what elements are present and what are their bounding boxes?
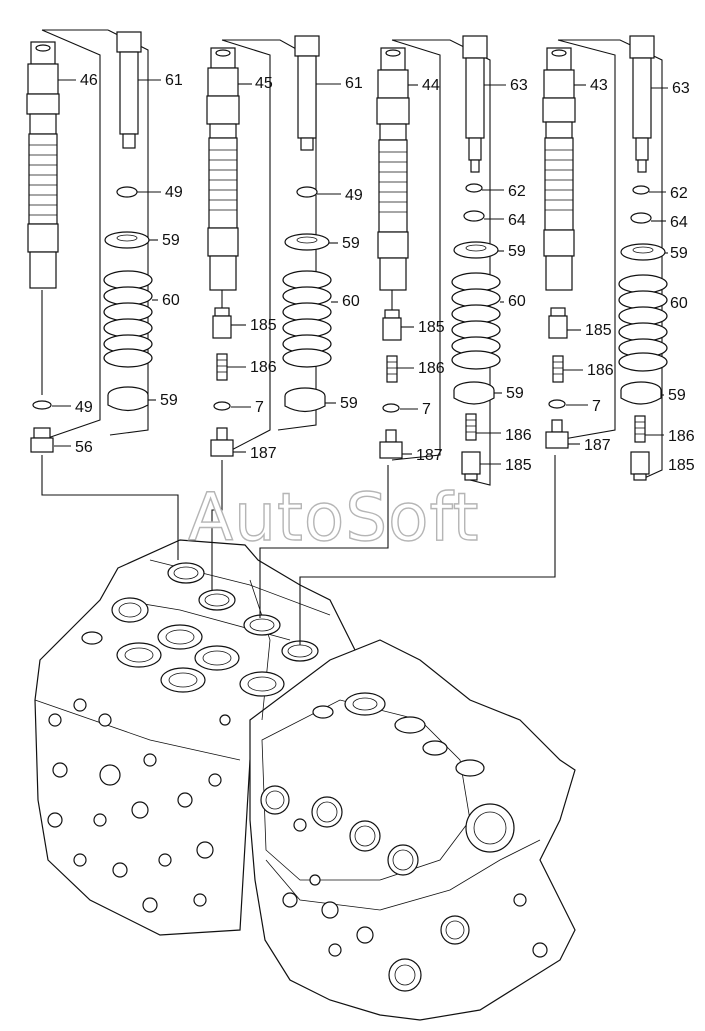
label-186-c4b: 186	[668, 428, 695, 445]
seat-59-c4-top	[620, 243, 666, 261]
column-4: 43 63 62 64 59 60	[542, 35, 695, 481]
oring-7-c4	[548, 399, 566, 409]
label-59-c3-top: 59	[508, 243, 526, 260]
plug-187-c3	[379, 429, 403, 459]
watermark: AutoSoft	[188, 479, 479, 556]
label-45: 45	[255, 75, 273, 92]
label-61-b: 61	[345, 75, 363, 92]
label-59-top: 59	[162, 232, 180, 249]
label-185-c2: 185	[250, 317, 277, 334]
seat-59-c2-top	[284, 233, 330, 251]
column-2: 45 61 49 59 60 59	[206, 35, 363, 462]
label-56: 56	[75, 439, 93, 456]
label-61: 61	[165, 72, 183, 89]
spool-44	[376, 47, 410, 291]
ring-64-c3	[463, 210, 485, 222]
spring-186-c3	[386, 355, 398, 383]
plunger-63	[462, 35, 488, 173]
label-60-c3: 60	[508, 293, 526, 310]
seat-59-c3-top	[453, 241, 499, 259]
label-187-c4: 187	[584, 437, 611, 454]
plunger-61	[116, 31, 142, 149]
plug-56	[30, 427, 54, 453]
label-59-c3-bottom: 59	[506, 385, 524, 402]
column-3: 44 63 62 64 59 60	[376, 35, 532, 481]
label-59-bottom: 59	[160, 392, 178, 409]
spool-43	[542, 47, 576, 291]
seat-59-c4-bottom	[620, 381, 662, 405]
label-43: 43	[590, 77, 608, 94]
label-187-c2: 187	[250, 445, 277, 462]
label-59-c4-bottom: 59	[668, 387, 686, 404]
label-185-c4b: 185	[668, 457, 695, 474]
plunger-61-b	[294, 35, 320, 151]
seat-59-bottom	[107, 386, 149, 412]
label-186-c2: 186	[250, 359, 277, 376]
label-62-c3: 62	[508, 183, 526, 200]
label-63: 63	[510, 77, 528, 94]
label-59-c2-bottom: 59	[340, 395, 358, 412]
seat-59-c2-bottom	[284, 387, 326, 413]
label-64-c4: 64	[670, 214, 688, 231]
column-1: 46 61 49 59 60 59	[26, 31, 183, 456]
label-60-c2: 60	[342, 293, 360, 310]
oring-49-c2	[296, 186, 318, 198]
label-60: 60	[162, 292, 180, 309]
label-60-c4: 60	[670, 295, 688, 312]
spring-186-c4b	[634, 415, 646, 443]
label-64-c3: 64	[508, 212, 526, 229]
spring-186-c2	[216, 353, 228, 381]
ring-62-c3	[465, 183, 483, 193]
label-185-c3: 185	[418, 319, 445, 336]
piston-185-c3b	[461, 451, 481, 481]
spool-46	[26, 41, 60, 289]
ring-62-c4	[632, 185, 650, 195]
seat-59-c3-bottom	[453, 381, 495, 405]
label-186-c3b: 186	[505, 427, 532, 444]
seat-59-top	[104, 231, 150, 249]
oring-7-c2	[213, 401, 231, 411]
label-44: 44	[422, 77, 440, 94]
label-185-c3b: 185	[505, 457, 532, 474]
label-46: 46	[80, 72, 98, 89]
plug-187-c2	[210, 427, 234, 457]
label-59-c2-top: 59	[342, 235, 360, 252]
label-7-c3: 7	[422, 401, 431, 418]
oring-49-bottom	[32, 400, 52, 410]
label-62-c4: 62	[670, 185, 688, 202]
ring-64-c4	[630, 212, 652, 224]
label-7-c2: 7	[255, 399, 264, 416]
spring-60	[103, 270, 153, 368]
label-49-bottom: 49	[75, 399, 93, 416]
piston-185-c2	[212, 307, 232, 339]
label-7-c4: 7	[592, 398, 601, 415]
oring-49-top	[116, 186, 138, 198]
spool-45	[206, 47, 240, 291]
label-63-b: 63	[672, 80, 690, 97]
label-185-c4: 185	[585, 322, 612, 339]
spring-60-c4	[618, 274, 668, 372]
label-186-c4: 186	[587, 362, 614, 379]
spring-60-c3	[451, 272, 501, 370]
label-59-c4-top: 59	[670, 245, 688, 262]
spring-60-c2	[282, 270, 332, 368]
label-186-c3: 186	[418, 360, 445, 377]
plunger-63-b	[629, 35, 655, 173]
piston-185-c4	[548, 307, 568, 339]
spring-186-c3b	[465, 413, 477, 441]
valve-body	[34, 539, 576, 1021]
plug-187-c4	[545, 419, 569, 449]
oring-7-c3	[382, 403, 400, 413]
piston-185-c3	[382, 309, 402, 341]
piston-185-c4b	[630, 451, 650, 481]
spring-186-c4	[552, 355, 564, 383]
label-49-top: 49	[165, 184, 183, 201]
label-187-c3: 187	[416, 447, 443, 464]
label-49-c2: 49	[345, 187, 363, 204]
